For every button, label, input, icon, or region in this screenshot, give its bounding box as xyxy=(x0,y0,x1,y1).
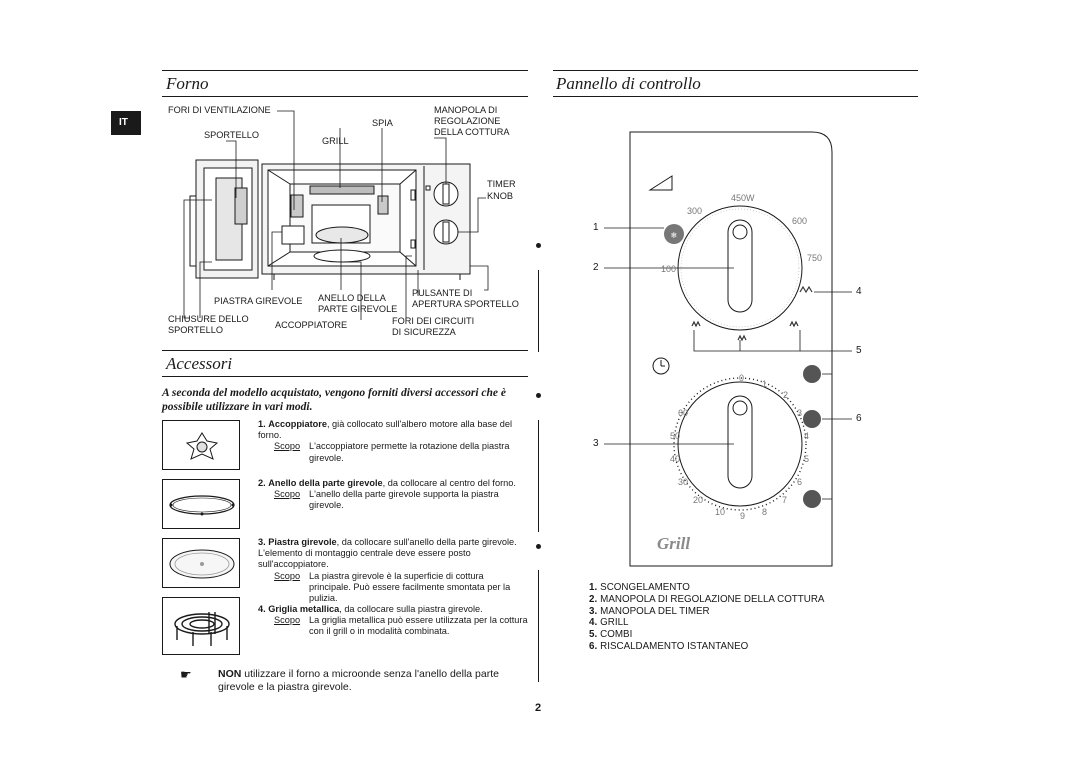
callout-3: 3 xyxy=(593,438,599,449)
label-anello-1: ANELLO DELLA xyxy=(318,293,386,303)
timer-3: 3 xyxy=(797,408,803,418)
timer-60: 60 xyxy=(678,408,689,418)
svg-text:❄: ❄ xyxy=(671,231,678,240)
accessory-item-2: 2. Anello della parte girevole, da collo… xyxy=(258,478,516,511)
legend-item-3: 3.MANOPOLA DEL TIMER xyxy=(589,605,710,617)
timer-8: 8 xyxy=(762,507,768,517)
label-manopola-1: MANOPOLA DI xyxy=(434,105,498,115)
label-pulsante-1: PULSANTE DI xyxy=(412,288,473,298)
label-grill: GRILL xyxy=(322,136,349,146)
forno-top-rule xyxy=(162,70,528,71)
legend-item-4: 4.GRILL xyxy=(589,617,629,629)
callout-5: 5 xyxy=(856,345,862,356)
control-panel-diagram: ❄ xyxy=(604,131,852,567)
pointing-hand-icon: ☛ xyxy=(180,667,192,682)
separator-line xyxy=(538,270,539,352)
accessory-item-1: 1. Accoppiatore, già collocato sull'albe… xyxy=(258,419,513,463)
timer-1: 1 xyxy=(762,379,768,389)
legend-item-6: 6.RISCALDAMENTO ISTANTANEO xyxy=(589,640,749,652)
timer-5: 5 xyxy=(804,454,810,464)
label-fori-ventilazione: FORI DI VENTILAZIONE xyxy=(168,105,271,115)
callout-6: 6 xyxy=(856,413,862,424)
timer-20: 20 xyxy=(693,495,704,505)
power-knob xyxy=(677,205,803,331)
label-accoppiatore: ACCOPPIATORE xyxy=(275,320,348,330)
piastra-image xyxy=(162,538,240,588)
callout-4: 4 xyxy=(856,286,862,297)
label-spia: SPIA xyxy=(372,118,393,128)
callout-1: 1 xyxy=(593,222,599,233)
power-100: 100 xyxy=(661,264,677,274)
timer-2: 2 xyxy=(783,390,789,400)
label-pulsante-2: APERTURA SPORTELLO xyxy=(412,299,519,309)
turntable-icon xyxy=(169,549,235,579)
label-knob: KNOB xyxy=(487,191,514,201)
label-chiusure-2: SPORTELLO xyxy=(168,325,223,335)
coupler-icon xyxy=(185,432,219,460)
timer-10: 10 xyxy=(715,507,726,517)
label-piastra-girevole: PIASTRA GIREVOLE xyxy=(214,296,303,306)
forno-heading: Forno xyxy=(166,74,209,93)
griglia-image xyxy=(162,597,240,655)
label-fori-1: FORI DEI CIRCUITI xyxy=(392,316,475,326)
pannello-top-rule xyxy=(553,70,918,71)
page-number: 2 xyxy=(535,702,542,714)
timer-50: 50 xyxy=(670,431,681,441)
forno-bottom-rule xyxy=(162,96,528,97)
label-manopola-2: REGOLAZIONE xyxy=(434,116,501,126)
separator-dot xyxy=(536,393,541,398)
timer-7: 7 xyxy=(782,495,788,505)
warning-note: NON utilizzare il forno a microonde senz… xyxy=(218,668,499,693)
legend-item-1: 1.SCONGELAMENTO xyxy=(589,582,690,593)
language-tab: IT xyxy=(111,111,141,135)
accessory-item-4: 4. Griglia metallica, da collocare sulla… xyxy=(258,604,528,637)
metal-rack-icon xyxy=(174,612,230,646)
timer-0: 0 xyxy=(739,373,745,383)
accessori-intro: A seconda del modello acquistato, vengon… xyxy=(162,387,507,413)
legend-item-5: 5.COMBI xyxy=(589,629,633,641)
accessori-top-rule xyxy=(162,350,528,351)
power-600: 600 xyxy=(792,216,808,226)
power-300: 300 xyxy=(687,206,703,216)
separator-line xyxy=(538,420,539,532)
grill-brand-logo: Grill xyxy=(657,534,691,553)
power-450w: 450W xyxy=(731,193,755,203)
label-manopola-3: DELLA COTTURA xyxy=(434,127,510,137)
panel-legend: 1.SCONGELAMENTO 2.MANOPOLA DI REGOLAZION… xyxy=(589,582,824,653)
accoppiatore-image xyxy=(162,420,240,470)
separator-line xyxy=(538,570,539,682)
separator-dot xyxy=(536,544,541,549)
timer-4: 4 xyxy=(804,431,810,441)
timer-30: 30 xyxy=(678,477,689,487)
accessori-heading: Accessori xyxy=(166,354,233,373)
anello-image xyxy=(162,479,240,529)
legend-item-2: 2.MANOPOLA DI REGOLAZIONE DELLA COTTURA xyxy=(589,593,825,605)
timer-9: 9 xyxy=(740,511,746,521)
power-750: 750 xyxy=(807,253,823,263)
timer-40: 40 xyxy=(670,454,681,464)
label-chiusure-1: CHIUSURE DELLO xyxy=(168,314,249,324)
accessori-bottom-rule xyxy=(162,376,528,377)
pannello-heading: Pannello di controllo xyxy=(556,74,701,93)
oven-diagram xyxy=(183,110,489,320)
separator-dot xyxy=(536,243,541,248)
label-fori-2: DI SICUREZZA xyxy=(392,327,456,337)
timer-6: 6 xyxy=(797,477,803,487)
pannello-bottom-rule xyxy=(553,96,918,97)
timer-knob xyxy=(673,377,807,511)
accessory-item-3: 3. Piastra girevole, da collocare sull'a… xyxy=(258,537,517,604)
callout-2: 2 xyxy=(593,262,599,273)
label-anello-2: PARTE GIREVOLE xyxy=(318,304,398,314)
label-sportello: SPORTELLO xyxy=(204,130,259,140)
label-timer: TIMER xyxy=(487,179,516,189)
roller-ring-icon xyxy=(169,495,235,516)
